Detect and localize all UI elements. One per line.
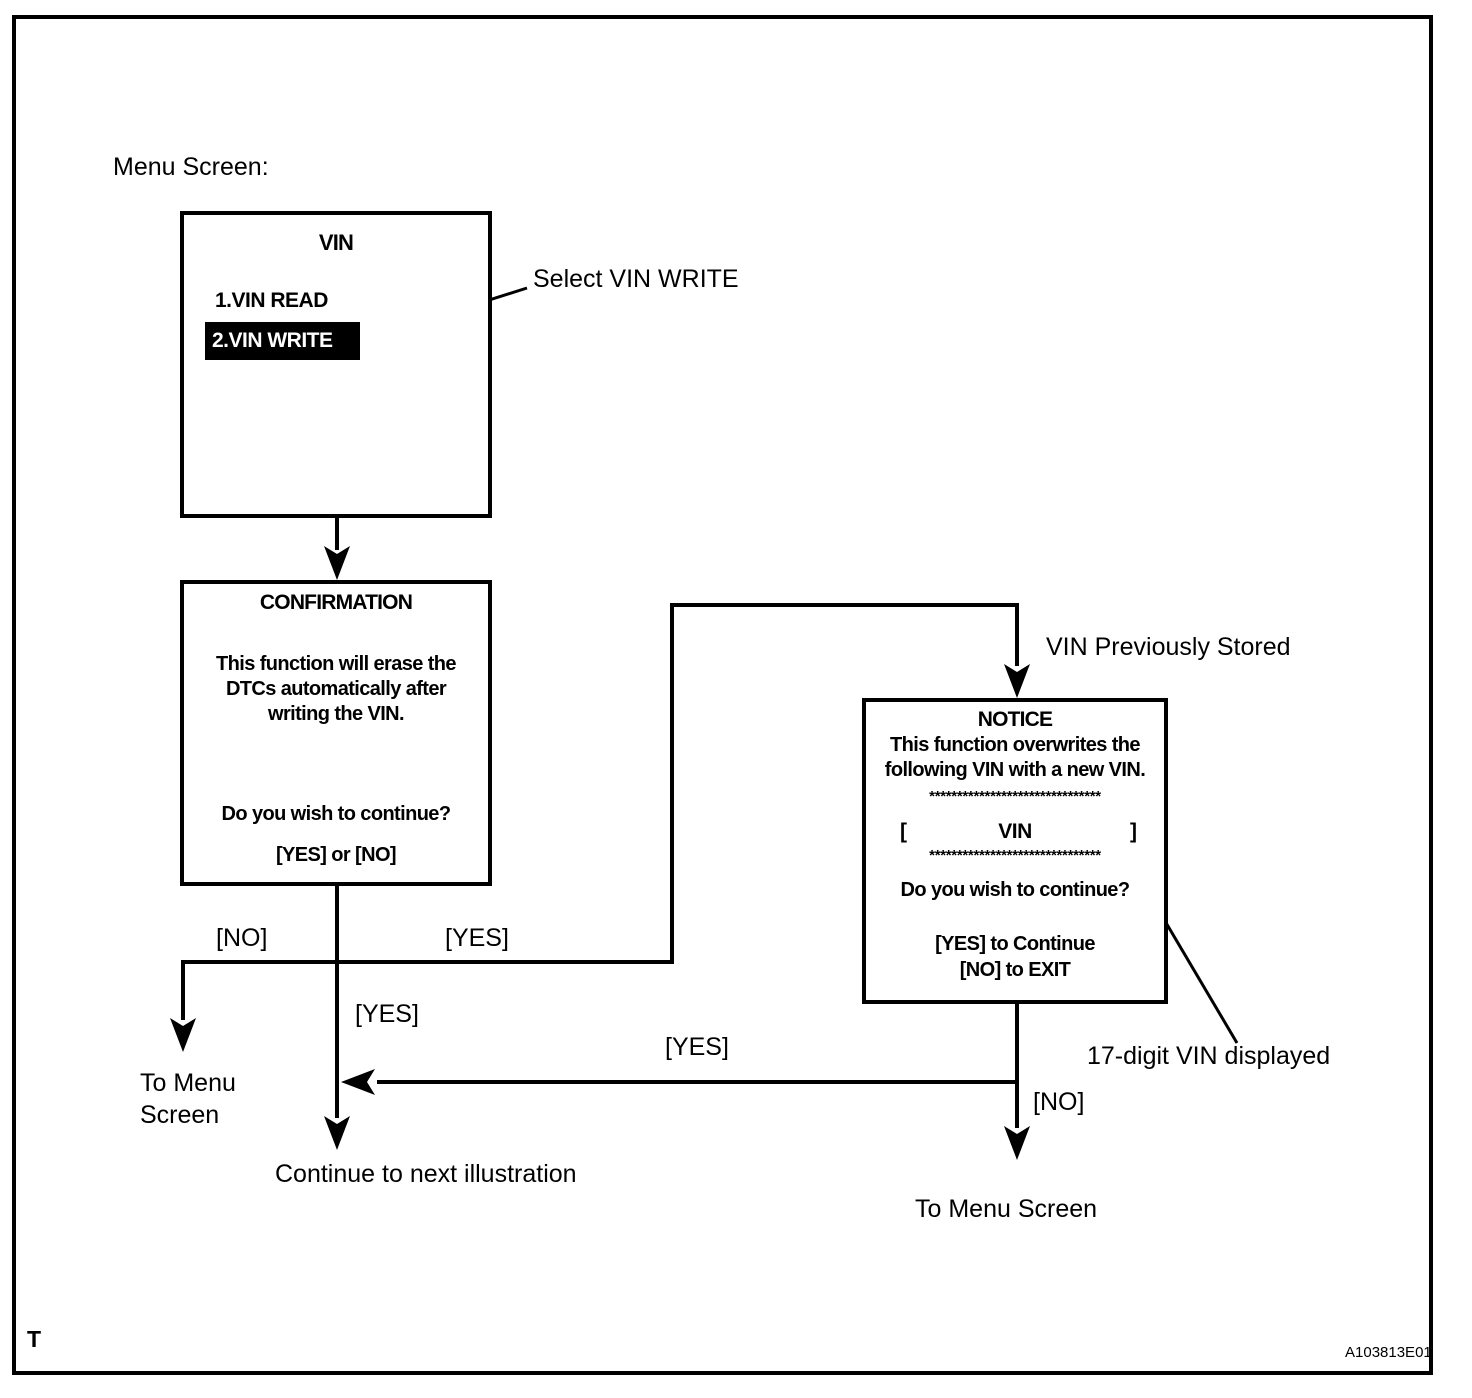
notice-stars-bottom: ******************************* xyxy=(929,847,1101,864)
seventeen-digit-vin-label: 17-digit VIN displayed xyxy=(1087,1042,1331,1070)
notice-no-action: [NO] to EXIT xyxy=(959,959,1071,981)
confirmation-options: [YES] or [NO] xyxy=(276,844,397,866)
confirmation-title: CONFIRMATION xyxy=(259,591,413,614)
figure-code: A103813E01 xyxy=(1345,1344,1432,1361)
to-menu-screen-left-label: To Menu Screen xyxy=(140,1067,236,1131)
notice-body-line2: following VIN with a new VIN. xyxy=(884,759,1146,781)
vin-menu-title: VIN xyxy=(318,230,354,255)
confirmation-screen-box: CONFIRMATION This function will erase th… xyxy=(180,580,492,886)
confirmation-body: This function will erase the DTCs automa… xyxy=(184,652,488,727)
select-vin-write-label: Select VIN WRITE xyxy=(533,265,739,293)
confirmation-question: Do you wish to continue? xyxy=(221,803,452,825)
notice-question: Do you wish to continue? xyxy=(900,879,1131,901)
arrowhead-into-confirmation xyxy=(324,546,350,580)
notice-title: NOTICE xyxy=(977,708,1053,731)
confirmation-body-line1: This function will erase the xyxy=(216,653,457,675)
menu-item-vin-write-highlighted: 2.VIN WRITE xyxy=(205,322,360,360)
vin-menu-screen-box: VIN 1.VIN READ 2.VIN WRITE xyxy=(180,211,492,518)
menu-item-vin-read: 1.VIN READ xyxy=(215,289,328,312)
to-menu-screen-right-label: To Menu Screen xyxy=(915,1195,1098,1223)
to-menu-left-line1: To Menu xyxy=(140,1069,236,1097)
notice-body: This function overwrites the following V… xyxy=(866,733,1164,783)
figure-border xyxy=(12,15,1433,1375)
notice-screen-box: NOTICE This function overwrites the foll… xyxy=(862,698,1168,1004)
notice-body-line1: This function overwrites the xyxy=(890,734,1141,756)
notice-vin-row: [ VIN ] xyxy=(866,820,1164,846)
arrowhead-yes-return xyxy=(341,1069,375,1095)
branch-label-no-right: [NO] xyxy=(1033,1088,1085,1116)
notice-bracket-close: ] xyxy=(1130,820,1137,843)
arrowhead-continue-next xyxy=(324,1116,350,1150)
notice-vin-placeholder: VIN xyxy=(998,820,1032,843)
arrowhead-to-menu-left xyxy=(170,1018,196,1052)
branch-label-no-left: [NO] xyxy=(216,924,268,952)
branch-label-yes-center: [YES] xyxy=(355,1000,419,1028)
notice-yes-action: [YES] to Continue xyxy=(935,933,1095,955)
to-menu-left-line2: Screen xyxy=(140,1101,220,1129)
confirmation-body-line3: writing the VIN. xyxy=(268,703,405,725)
branch-label-yes-return: [YES] xyxy=(665,1033,729,1061)
menu-screen-label: Menu Screen: xyxy=(113,153,269,181)
confirmation-body-line2: DTCs automatically after xyxy=(225,678,447,700)
continue-next-illustration-label: Continue to next illustration xyxy=(275,1160,577,1188)
arrowhead-to-menu-right xyxy=(1004,1126,1030,1160)
branch-label-yes-upper: [YES] xyxy=(445,924,509,952)
arrowhead-into-notice xyxy=(1004,664,1030,698)
notice-bracket-open: [ xyxy=(900,820,907,843)
vin-previously-stored-label: VIN Previously Stored xyxy=(1046,633,1291,661)
footer-mark: T xyxy=(27,1326,42,1352)
notice-stars-top: ******************************* xyxy=(929,788,1101,805)
